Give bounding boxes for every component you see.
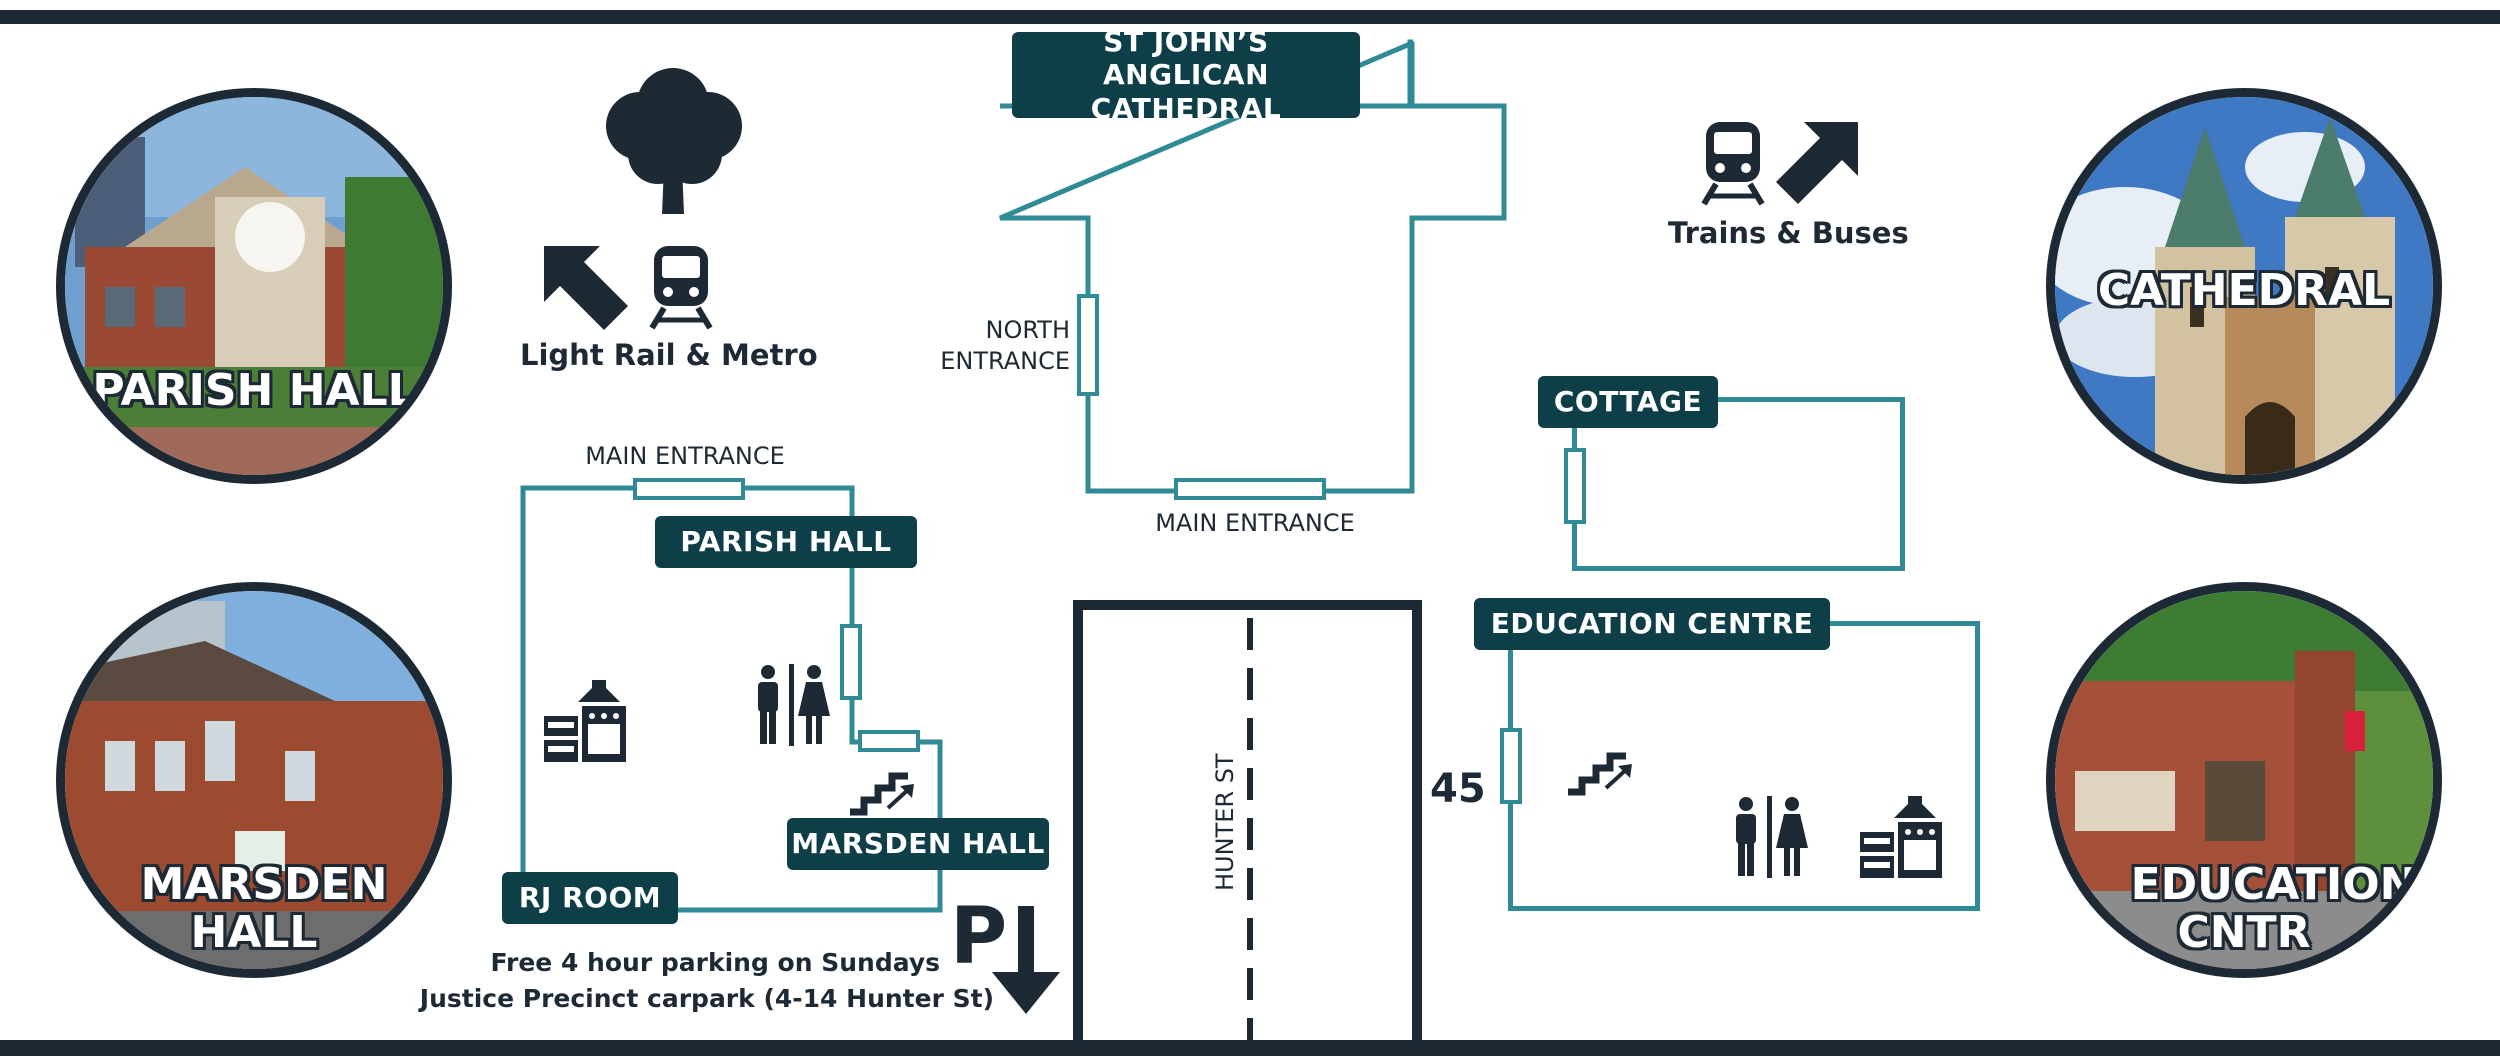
kitchen-icon: [544, 680, 626, 762]
cathedral-photo[interactable]: CATHEDRAL: [2046, 88, 2442, 484]
parish-hall-photo-image: [65, 97, 443, 475]
rj-room-label[interactable]: RJ ROOM: [502, 872, 678, 924]
education-centre-photo-label: EDUCATION CNTR: [2130, 859, 2417, 959]
kitchen-icon-2: [1860, 796, 1942, 878]
trains-buses-caption: Trains & Buses: [1668, 216, 1909, 250]
light-rail-caption: Light Rail & Metro: [520, 338, 818, 372]
train-icon-2: [1701, 122, 1765, 206]
parish-hall-label[interactable]: PARISH HALL: [655, 516, 917, 568]
restroom-icon: [758, 664, 830, 746]
top-border-bar: [0, 10, 2500, 24]
parking-line-1: Free 4 hour parking on Sundays: [490, 948, 940, 977]
marsden-hall-photo-label: MARSDEN HALL: [140, 859, 388, 959]
train-icon: [649, 246, 713, 330]
marsden-hall-label[interactable]: MARSDEN HALL: [787, 818, 1049, 870]
education-centre-label[interactable]: EDUCATION CENTRE: [1474, 598, 1830, 650]
parish-hall-photo-label: PARISH HALL: [92, 365, 416, 416]
parish-main-entrance-label: MAIN ENTRANCE: [585, 442, 785, 470]
street-number: 45: [1430, 766, 1486, 812]
parish-hall-photo[interactable]: PARISH HALL: [56, 88, 452, 484]
restroom-icon-2: [1736, 796, 1808, 878]
cathedral-main-entrance-label: MAIN ENTRANCE: [1155, 509, 1355, 537]
parish-main-entrance-door: [633, 478, 745, 500]
cathedral-photo-image: [2055, 97, 2433, 475]
bottom-border-bar: [0, 1040, 2500, 1056]
cottage-label[interactable]: COTTAGE: [1538, 376, 1718, 428]
education-centre-door: [1500, 728, 1522, 804]
stairs-icon: [850, 772, 914, 816]
arrow-up-left-icon: [544, 246, 628, 330]
parking-sign: P: [950, 892, 1008, 982]
parking-arrow-down-icon: [992, 906, 1060, 1014]
cathedral-photo-label: CATHEDRAL: [2097, 265, 2391, 316]
hunter-street-label: HUNTER ST: [1211, 753, 1239, 891]
cathedral-main-entrance-door: [1174, 478, 1326, 500]
north-entrance-label: NORTH ENTRANCE: [940, 316, 1070, 376]
tree-icon: [606, 68, 742, 214]
cathedral-north-entrance-door: [1077, 294, 1099, 396]
marsden-hall-photo[interactable]: MARSDEN HALL: [56, 582, 452, 978]
parish-side-door: [840, 624, 862, 700]
arrow-up-right-icon: [1776, 122, 1858, 204]
cottage-door: [1564, 448, 1586, 524]
stairs-icon-2: [1568, 752, 1632, 796]
cathedral-label[interactable]: ST JOHN’S ANGLICAN CATHEDRAL: [1012, 25, 1360, 125]
hunter-street: [1073, 600, 1422, 1046]
parking-line-2: Justice Precinct carpark (4-14 Hunter St…: [419, 984, 994, 1013]
education-centre-photo[interactable]: EDUCATION CNTR: [2046, 582, 2442, 978]
marsden-door: [858, 730, 920, 752]
